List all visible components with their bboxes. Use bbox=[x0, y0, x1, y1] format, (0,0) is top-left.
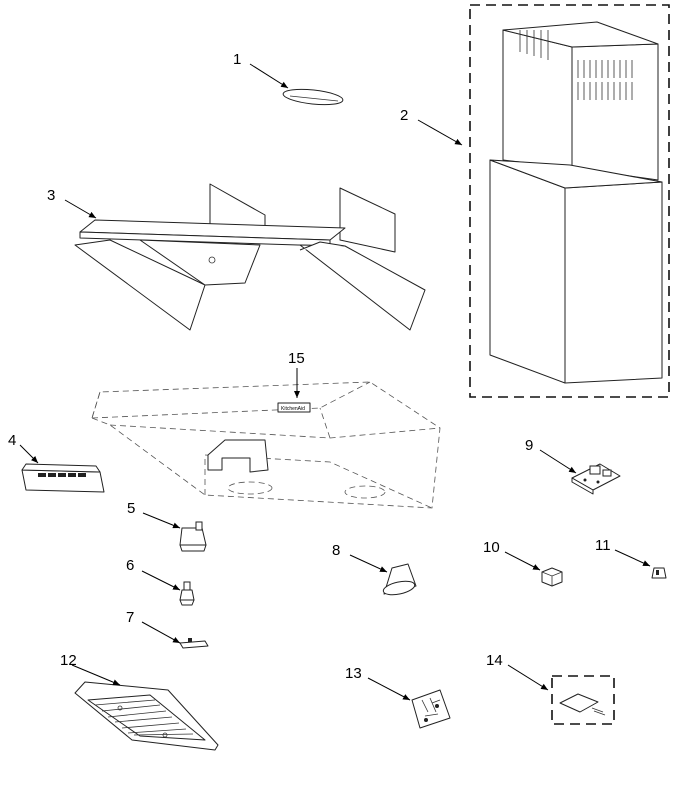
brand-badge-text: KitchenAid bbox=[281, 406, 305, 412]
part-13-hardware-bag bbox=[411, 689, 451, 729]
callout-5: 5 bbox=[127, 500, 135, 517]
callout-13: 13 bbox=[345, 665, 362, 682]
part-6-halogen-bulb bbox=[179, 581, 195, 606]
part-5-light-socket bbox=[179, 521, 207, 552]
part-10-capacitor bbox=[541, 567, 563, 587]
callout-10: 10 bbox=[483, 539, 500, 556]
part-9-control-board bbox=[571, 463, 621, 495]
callout-4: 4 bbox=[8, 432, 16, 449]
callout-6: 6 bbox=[126, 557, 134, 574]
part-14-literature bbox=[551, 675, 615, 725]
callout-7: 7 bbox=[126, 609, 134, 626]
callout-14: 14 bbox=[486, 652, 503, 669]
callout-2: 2 bbox=[400, 107, 408, 124]
leader-lines bbox=[19, 63, 651, 701]
callout-12: 12 bbox=[60, 652, 77, 669]
part-1-damper bbox=[282, 88, 344, 106]
callout-11: 11 bbox=[595, 537, 611, 554]
part-7-switch bbox=[179, 638, 209, 649]
literature-dashed-frame bbox=[551, 675, 615, 725]
chimney-dashed-frame bbox=[469, 4, 670, 398]
part-11-clip bbox=[651, 567, 667, 579]
part-3-bracket bbox=[74, 183, 426, 331]
callout-15: 15 bbox=[288, 350, 305, 367]
part-12-grease-filter bbox=[74, 681, 219, 751]
part-4-control-panel bbox=[21, 463, 105, 493]
callout-1: 1 bbox=[233, 51, 241, 68]
part-2-chimney bbox=[469, 4, 670, 398]
callout-9: 9 bbox=[525, 437, 533, 454]
callout-labels: 1 2 3 4 5 6 7 8 9 10 11 12 13 14 15 bbox=[8, 51, 611, 682]
brand-badge bbox=[277, 402, 311, 413]
callout-8: 8 bbox=[332, 542, 340, 559]
part-8-light-bulb bbox=[382, 563, 417, 596]
part-15-hood: KitchenAid bbox=[91, 381, 441, 509]
callout-3: 3 bbox=[47, 187, 55, 204]
